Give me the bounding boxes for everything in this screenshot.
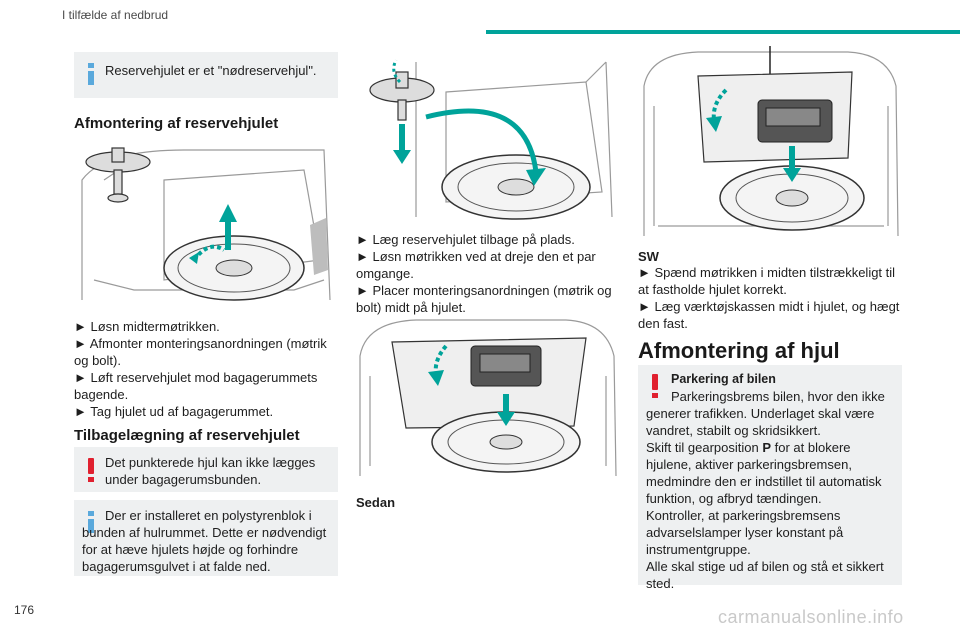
caption-sedan: Sedan [356,495,396,510]
watermark: carmanualsonline.info [718,607,904,627]
step-loosen-nut: ► Løsn midtermøtrikken. [74,319,220,334]
warning-title: Parkering af bilen [671,372,776,386]
section-title: I tilfælde af nedbrud [62,8,169,22]
illustration-sw-toolbox [643,46,899,237]
toolbox-drawing [470,345,542,387]
warning-parking-line: Parkeringsbrems bilen, hvor den ikke gen… [646,389,885,438]
warning-gear-line: Skift til gearposition P for at blokere … [646,439,896,507]
steps-removal: ► Løsn midtermøtrikken. ► Afmonter monte… [74,318,338,420]
spare-wheel-drawing [163,235,305,301]
heading-refit: Tilbagelægning af reservehjulet [74,427,300,444]
warning-text: Parkering af bilen Parkeringsbrems bilen… [646,371,896,592]
step-remove-device: ► Afmonter monteringsanordningen (møtrik… [74,336,327,368]
gear-p: P [762,440,772,455]
heading-wheel-removal: Afmontering af hjul [638,338,840,363]
info-box-polystyrene: Der er installeret en polystyrenblok i b… [74,500,338,576]
step-loosen-turns: ► Løsn møtrikken ved at dreje den et par… [356,249,596,281]
warning-box-parking: Parkering af bilen Parkeringsbrems bilen… [638,365,902,591]
nut-bolt-drawing [369,71,435,121]
step-place-device: ► Placer monteringsanordningen (møtrik o… [356,283,612,315]
step-lift-wheel: ► Løft reservehjulet mod bagagerummets b… [74,370,318,402]
nut-bolt-drawing [85,147,151,203]
steps-sw: ► Spænd møtrikken i midten tilstrækkelig… [638,264,902,332]
toolbox-drawing [757,99,833,143]
illustration-spare-wheel-removal [81,147,331,301]
spare-wheel-drawing [719,165,865,231]
gear-pre: Skift til gearposition [646,440,763,455]
spare-wheel-drawing [431,411,581,473]
down-arrow-icon [393,124,411,164]
down-arrow-icon [783,146,801,182]
illustration-refit-wheel [369,59,613,220]
info-text: Der er installeret en polystyrenblok i b… [82,508,327,574]
step-put-back: ► Læg reservehjulet tilbage på plads. [356,232,575,247]
info-text: Reservehjulet er et "nødreservehjul". [105,63,317,78]
spare-wheel-drawing [441,154,591,220]
caption-sw: SW [638,249,659,264]
info-box-spare-wheel: Reservehjulet er et "nødreservehjul". [74,52,338,98]
gear-post: for at blokere hjulene, aktiver parkerin… [646,440,882,506]
step-tighten-nut: ► Spænd møtrikken i midten tilstrækkelig… [638,265,896,297]
steps-refit: ► Læg reservehjulet tilbage på plads. ► … [356,231,620,316]
warning-box-punctured: Det punkterede hjul kan ikke lægges unde… [74,447,338,492]
step-take-out: ► Tag hjulet ud af bagagerummet. [74,404,274,419]
header-accent-bar [486,30,960,34]
heading-removal: Afmontering af reservehjulet [74,115,279,132]
warning-exit-line: Alle skal stige ud af bilen og stå et si… [646,559,884,591]
lift-arrow-icon [219,204,237,250]
illustration-sedan-toolbox [359,319,617,477]
warning-text: Det punkterede hjul kan ikke lægges unde… [105,455,316,487]
step-place-toolbox: ► Læg værktøjskassen midt i hjulet, og h… [638,299,900,331]
warning-check-line: Kontroller, at parkeringsbremsens advars… [646,508,844,557]
page-number: 176 [14,603,35,617]
down-arrow-icon [497,394,515,426]
